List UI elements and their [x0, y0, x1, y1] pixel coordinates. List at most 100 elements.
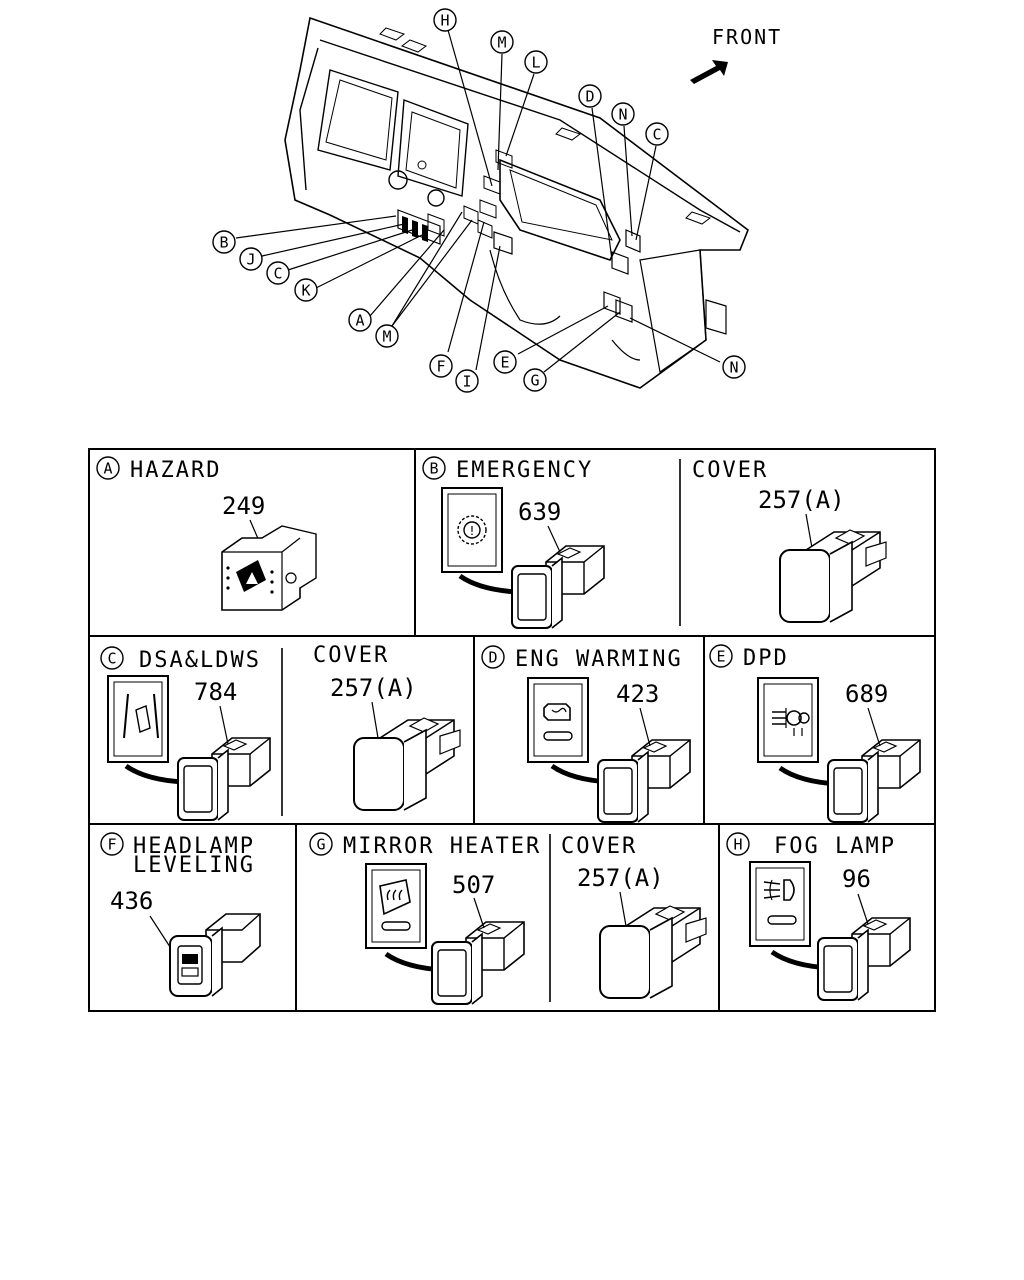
svg-text:E: E: [716, 648, 725, 666]
svg-text:D: D: [488, 649, 497, 667]
mirror-heater-switch-illustration: [431, 921, 525, 1005]
svg-text:J: J: [246, 251, 255, 269]
svg-text:F: F: [436, 358, 445, 376]
svg-text:M: M: [382, 328, 391, 346]
callout-b: B: [212, 230, 236, 254]
mirror-heater-title: MIRROR HEATER: [343, 834, 541, 859]
svg-text:G: G: [530, 372, 539, 390]
eng-warming-symbol-panel: [527, 677, 589, 763]
callout-j: J: [239, 247, 263, 271]
cell-emergency: B EMERGENCY 639 !: [422, 456, 605, 629]
svg-text:E: E: [500, 354, 509, 372]
cell-dsa-ldws: C DSA&LDWS 784: [100, 646, 271, 821]
cell-headlamp-leveling: F HEADLAMP LEVELING 436: [100, 832, 261, 997]
callout-i: I: [455, 369, 479, 393]
svg-text:!: !: [468, 524, 475, 538]
cover-3-title: COVER: [561, 834, 637, 859]
cell-fog-lamp: H FOG LAMP 96: [726, 832, 911, 1001]
cell-hazard: A HAZARD 249: [96, 456, 317, 611]
callout-d: D: [578, 84, 602, 108]
eng-warming-part-number: 423: [616, 680, 659, 708]
svg-text:B: B: [219, 234, 228, 252]
svg-text:H: H: [440, 12, 449, 30]
callout-c-top: C: [645, 122, 669, 146]
svg-text:I: I: [462, 373, 471, 391]
dsa-ldws-title: DSA&LDWS: [139, 648, 261, 673]
dashboard-overview: FRONT H M L D N C: [212, 8, 782, 393]
callout-h: H: [433, 8, 457, 32]
hazard-part-number: 249: [222, 492, 265, 520]
overview-callouts: H M L D N C B J C K A M F I E G N: [212, 8, 746, 393]
svg-text:C: C: [652, 126, 661, 144]
svg-text:A: A: [355, 312, 364, 330]
hazard-title: HAZARD: [130, 458, 221, 483]
fog-lamp-part-number: 96: [842, 865, 871, 893]
callout-f: F: [429, 354, 453, 378]
dsa-ldws-part-number: 784: [194, 678, 237, 706]
callout-n-bottom: N: [722, 355, 746, 379]
svg-text:M: M: [497, 34, 506, 52]
svg-text:G: G: [316, 836, 325, 854]
cell-mirror-heater: G MIRROR HEATER 507: [309, 832, 541, 1005]
svg-text:F: F: [107, 836, 116, 854]
emergency-symbol-panel: !: [441, 487, 503, 573]
callout-k: K: [294, 278, 318, 302]
headlamp-leveling-switch-illustration: [169, 913, 261, 997]
callout-g: G: [523, 368, 547, 392]
fog-lamp-symbol-panel: [749, 861, 811, 947]
dpd-part-number: 689: [845, 680, 888, 708]
svg-text:C: C: [273, 265, 282, 283]
mirror-heater-part-number: 507: [452, 871, 495, 899]
dpd-switch-illustration: [827, 739, 921, 823]
callout-m-bottom: M: [375, 324, 399, 348]
svg-text:A: A: [103, 460, 112, 478]
eng-warming-switch-illustration: [597, 739, 691, 823]
svg-text:C: C: [107, 650, 116, 668]
callout-a: A: [348, 308, 372, 332]
cover-3-illustration: [599, 905, 707, 999]
cell-cover-2: COVER 257(A): [313, 643, 461, 811]
callout-e: E: [493, 350, 517, 374]
cover-1-title: COVER: [692, 458, 768, 483]
headlamp-leveling-part-number: 436: [110, 887, 153, 915]
cell-eng-warming: D ENG WARMING 423: [481, 645, 691, 823]
dpd-symbol-panel: [757, 677, 819, 763]
cell-dpd: E DPD 689: [709, 644, 921, 823]
mirror-heater-symbol-panel: [365, 863, 427, 949]
emergency-title: EMERGENCY: [456, 458, 593, 483]
front-label: FRONT: [712, 25, 782, 49]
fog-lamp-switch-illustration: [817, 917, 911, 1001]
callout-l: L: [524, 50, 548, 74]
svg-text:K: K: [301, 282, 310, 300]
svg-text:D: D: [585, 88, 594, 106]
svg-text:B: B: [429, 460, 438, 478]
callout-c-left: C: [266, 261, 290, 285]
svg-text:N: N: [618, 106, 627, 124]
svg-text:H: H: [733, 836, 742, 854]
cover-1-illustration: [779, 529, 887, 623]
headlamp-leveling-title-line2: LEVELING: [133, 853, 255, 878]
fog-lamp-title: FOG LAMP: [774, 834, 896, 859]
emergency-switch-illustration: [511, 545, 605, 629]
headlamp-leveling-title: HEADLAMP: [133, 834, 255, 859]
callout-m: M: [490, 30, 514, 54]
dsa-ldws-switch-illustration: [177, 737, 271, 821]
parts-grid: A HAZARD 249 B EMERGENCY 639: [88, 448, 936, 1012]
callout-n-top: N: [611, 102, 635, 126]
dpd-title: DPD: [743, 646, 789, 671]
callout-leader-lines: [235, 29, 721, 373]
emergency-part-number: 639: [518, 498, 561, 526]
cover-1-part-number: 257(A): [758, 486, 845, 514]
svg-text:L: L: [531, 54, 540, 72]
cell-cover-3: COVER 257(A): [561, 834, 707, 999]
cover-3-part-number: 257(A): [577, 864, 664, 892]
hazard-switch-illustration: [221, 525, 317, 611]
cover-2-illustration: [353, 717, 461, 811]
dsa-ldws-symbol-panel: [107, 675, 169, 763]
cover-2-title: COVER: [313, 643, 389, 668]
cover-2-part-number: 257(A): [330, 674, 417, 702]
cell-cover-1: COVER 257(A): [692, 458, 887, 623]
svg-text:N: N: [729, 359, 738, 377]
eng-warming-title: ENG WARMING: [515, 647, 683, 672]
